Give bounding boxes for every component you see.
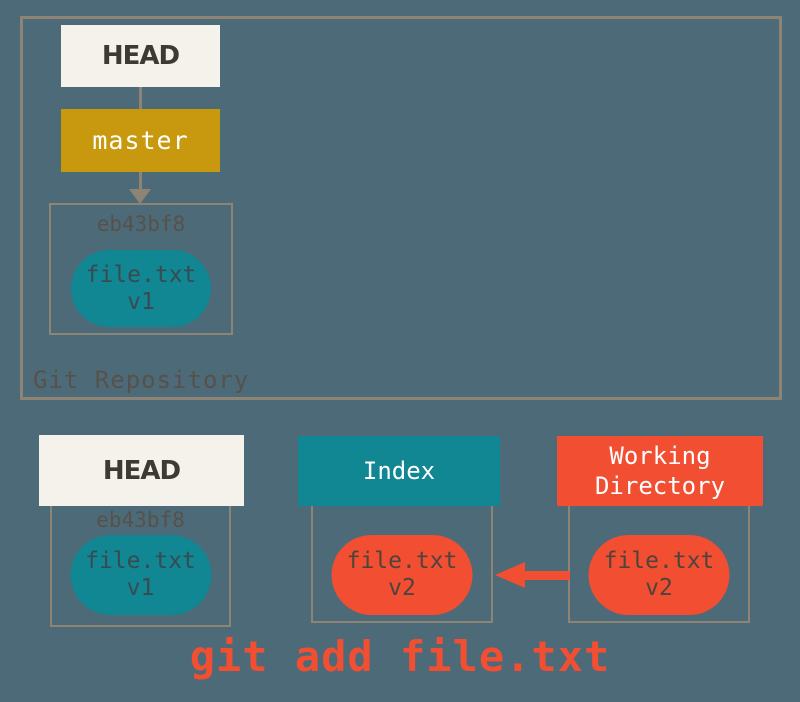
command-caption: git add file.txt xyxy=(189,632,611,681)
master-to-commit-arrow-shaft xyxy=(139,172,142,190)
head-to-master-connector xyxy=(139,87,142,109)
working-directory-file-version: v2 xyxy=(645,575,673,601)
repo-commit-file-blob: file.txt v1 xyxy=(71,250,211,327)
master-to-commit-arrowhead-icon xyxy=(129,189,151,204)
head-area-header: HEAD xyxy=(39,435,244,506)
repo-commit-box: eb43bf8 file.txt v1 xyxy=(49,203,233,335)
git-repository-box xyxy=(20,16,782,400)
working-directory-file-name: file.txt xyxy=(603,548,715,574)
wd-to-index-arrowhead-icon xyxy=(495,562,525,588)
repo-head-ref-label: HEAD xyxy=(101,41,180,71)
git-repository-label: Git Repository xyxy=(33,366,250,394)
index-area-box: file.txt v2 xyxy=(311,506,493,623)
index-file-name: file.txt xyxy=(346,548,458,574)
head-area-box: eb43bf8 file.txt v1 xyxy=(50,506,231,627)
master-branch-label: master xyxy=(92,126,189,155)
index-file-version: v2 xyxy=(388,575,416,601)
working-directory-title: Working Directory xyxy=(595,441,725,501)
index-area-header: Index xyxy=(298,436,500,506)
head-area-commit-id: eb43bf8 xyxy=(96,508,185,532)
repo-head-ref-box: HEAD xyxy=(61,25,220,87)
working-directory-header: Working Directory xyxy=(557,436,763,506)
working-directory-file-blob: file.txt v2 xyxy=(588,535,730,615)
working-directory-title-line2: Directory xyxy=(594,472,726,500)
head-area-file-version: v1 xyxy=(126,575,155,601)
head-area-file-blob: file.txt v1 xyxy=(70,535,211,615)
wd-to-index-arrow-shaft xyxy=(524,571,570,580)
head-area-title: HEAD xyxy=(102,455,181,486)
head-area-file-name: file.txt xyxy=(85,548,196,574)
repo-commit-id: eb43bf8 xyxy=(96,212,186,236)
index-area-title: Index xyxy=(362,457,436,485)
index-file-blob: file.txt v2 xyxy=(331,535,473,615)
repo-commit-file-name: file.txt xyxy=(85,261,197,288)
master-branch-box: master xyxy=(61,109,220,172)
working-directory-title-line1: Working xyxy=(609,442,711,470)
working-directory-box: file.txt v2 xyxy=(568,506,750,623)
repo-commit-file-version: v1 xyxy=(127,288,155,315)
